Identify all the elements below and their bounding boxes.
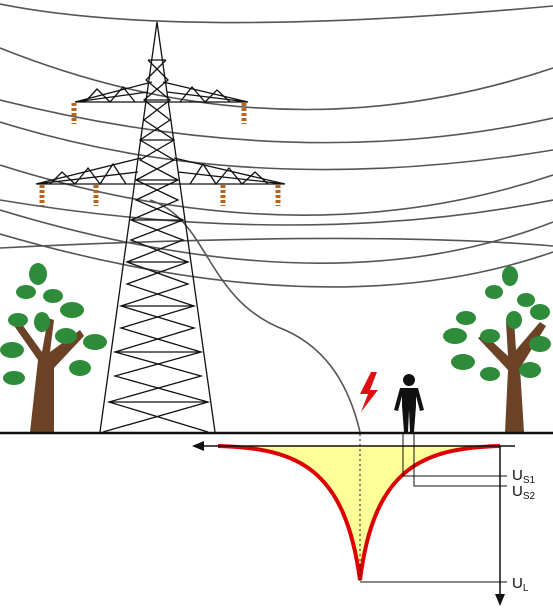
us2-label: US2 [512,483,536,502]
wire-5 [0,164,553,216]
lightning-bolt-icon [360,372,378,412]
wire-7 [0,209,553,264]
tree-trunk-left [10,316,84,432]
voltage-arrow [495,446,505,606]
wire-2 [0,47,553,111]
transmission-tower-icon [35,21,286,433]
wire-9 [0,237,553,249]
person-icon [394,374,424,432]
distance-arrow [192,441,515,451]
step-voltage-lines [360,433,507,583]
ul-label: UL [512,575,529,594]
us1-label: US1 [512,467,536,486]
tree-icon [0,263,107,432]
wire-1 [0,3,553,24]
wire-8 [0,233,553,288]
insulator-icon [39,103,281,206]
potential-area [218,446,500,580]
overhead-wires [0,3,553,433]
tree-trunk-right [478,320,546,432]
tree-icon [443,266,551,432]
wire-4 [0,121,553,171]
wire-3 [0,99,553,144]
wire-6 [0,199,553,226]
fallen-wire [149,199,361,433]
